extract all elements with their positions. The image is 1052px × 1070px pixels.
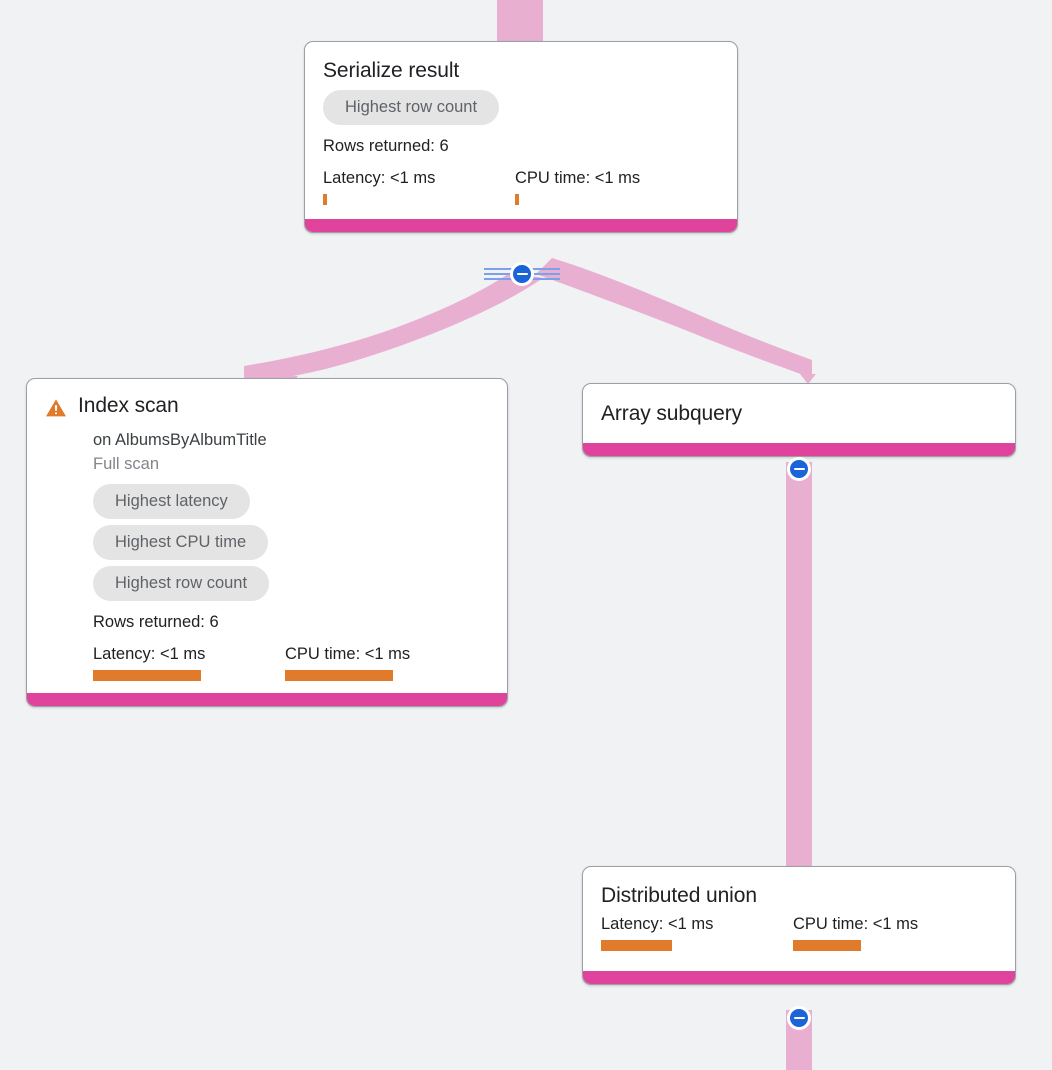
node-serialize-result[interactable]: Serialize result Highest row count Rows …	[304, 41, 738, 233]
metrics-row: Latency: <1 ms CPU time: <1 ms	[323, 167, 719, 205]
node-array-subquery[interactable]: Array subquery	[582, 383, 1016, 457]
node-footer-bar	[305, 219, 737, 232]
metric-cpu-time-label: CPU time: <1 ms	[285, 645, 411, 663]
metric-cpu-time-label: CPU time: <1 ms	[793, 915, 919, 933]
rows-returned-label: Rows returned: 6	[93, 613, 219, 631]
node-subtitle-index: on AlbumsByAlbumTitle	[93, 431, 267, 449]
badge-highest-cpu-time: Highest CPU time	[93, 525, 269, 560]
metric-cpu-time-bar	[515, 194, 519, 205]
rows-returned-label: Rows returned: 6	[323, 137, 449, 155]
collapse-toggle-serialize-result[interactable]	[510, 262, 534, 286]
node-subtitle-scan-type: Full scan	[93, 455, 160, 473]
metric-latency: Latency: <1 ms	[93, 643, 285, 681]
metric-latency-label: Latency: <1 ms	[323, 169, 436, 187]
metric-cpu-time: CPU time: <1 ms	[515, 167, 640, 205]
node-body: Distributed union Latency: <1 ms CPU tim…	[583, 867, 1015, 971]
badge-highest-row-count: Highest row count	[323, 90, 500, 125]
node-index-scan[interactable]: Index scan on AlbumsByAlbumTitle Full sc…	[26, 378, 508, 707]
metric-latency: Latency: <1 ms	[323, 167, 515, 205]
metric-cpu-time-bar	[285, 670, 393, 681]
node-body: Serialize result Highest row count Rows …	[305, 42, 737, 219]
node-title: Array subquery	[601, 402, 742, 425]
collapse-toggle-array-subquery[interactable]	[787, 457, 811, 481]
badge-list: Highest latency Highest CPU time Highest…	[93, 484, 489, 607]
node-footer-bar	[583, 443, 1015, 456]
badge-highest-row-count: Highest row count	[93, 566, 270, 601]
collapse-toggle-distributed-union[interactable]	[787, 1006, 811, 1030]
node-title: Serialize result	[323, 59, 460, 82]
metrics-row: Latency: <1 ms CPU time: <1 ms	[93, 643, 489, 681]
node-body: Array subquery	[583, 384, 1015, 443]
metric-latency: Latency: <1 ms	[601, 913, 793, 951]
node-footer-bar	[27, 693, 507, 706]
edge-serialize-to-array-subquery	[536, 258, 812, 378]
metric-latency-bar	[323, 194, 327, 205]
metric-latency-bar	[93, 670, 201, 681]
node-header: Index scan	[45, 393, 489, 423]
badge-highest-latency: Highest latency	[93, 484, 250, 519]
node-header: Array subquery	[601, 401, 997, 427]
edge-serialize-to-index-scan	[244, 272, 543, 384]
metric-latency-bar	[601, 940, 672, 951]
node-header: Serialize result	[323, 58, 719, 84]
node-distributed-union[interactable]: Distributed union Latency: <1 ms CPU tim…	[582, 866, 1016, 985]
warning-icon	[45, 398, 67, 423]
node-title: Distributed union	[601, 884, 757, 907]
metric-cpu-time-label: CPU time: <1 ms	[515, 169, 641, 187]
node-title: Index scan	[78, 394, 179, 417]
metric-latency-label: Latency: <1 ms	[93, 645, 206, 663]
metric-latency-label: Latency: <1 ms	[601, 915, 714, 933]
metrics-row: Latency: <1 ms CPU time: <1 ms	[601, 913, 997, 951]
node-footer-bar	[583, 971, 1015, 984]
node-header: Distributed union	[601, 883, 997, 909]
metric-cpu-time: CPU time: <1 ms	[793, 913, 918, 951]
edge-array-to-distributed-union	[786, 462, 812, 870]
metric-cpu-time-bar	[793, 940, 861, 951]
node-body: Index scan on AlbumsByAlbumTitle Full sc…	[27, 379, 507, 693]
badge-list: Highest row count	[323, 90, 719, 131]
edge-parent-to-serialize	[497, 0, 543, 42]
metric-cpu-time: CPU time: <1 ms	[285, 643, 410, 681]
